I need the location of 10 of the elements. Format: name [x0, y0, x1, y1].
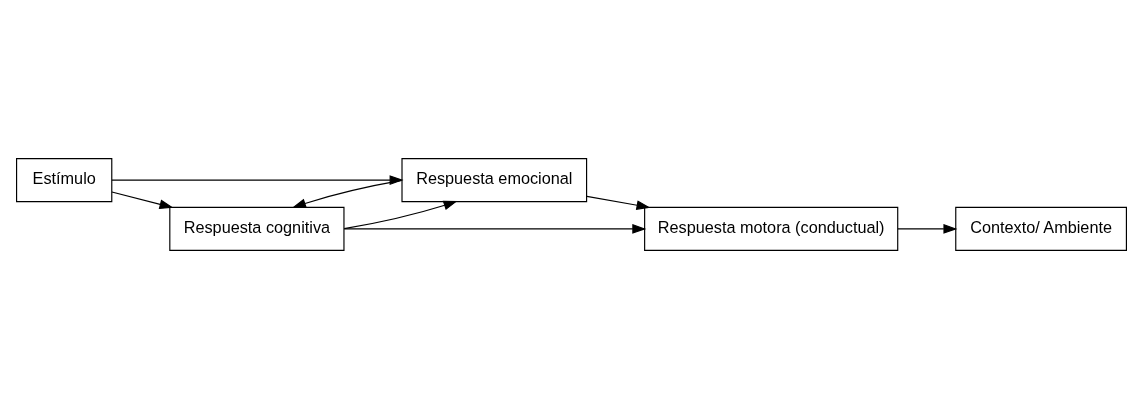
arrow: [343, 223, 647, 234]
arrow: [897, 223, 958, 234]
arrow: [111, 190, 174, 209]
node-box: Respuesta motora (conductual): [644, 206, 899, 251]
arrow: [586, 195, 651, 210]
node-box: Contexto/ Ambiente: [955, 206, 1127, 251]
node-box: Respuesta emocional: [401, 157, 588, 202]
node-box: Estímulo: [16, 157, 113, 202]
node-box: Respuesta cognitiva: [169, 206, 345, 251]
arrow: [292, 179, 403, 208]
